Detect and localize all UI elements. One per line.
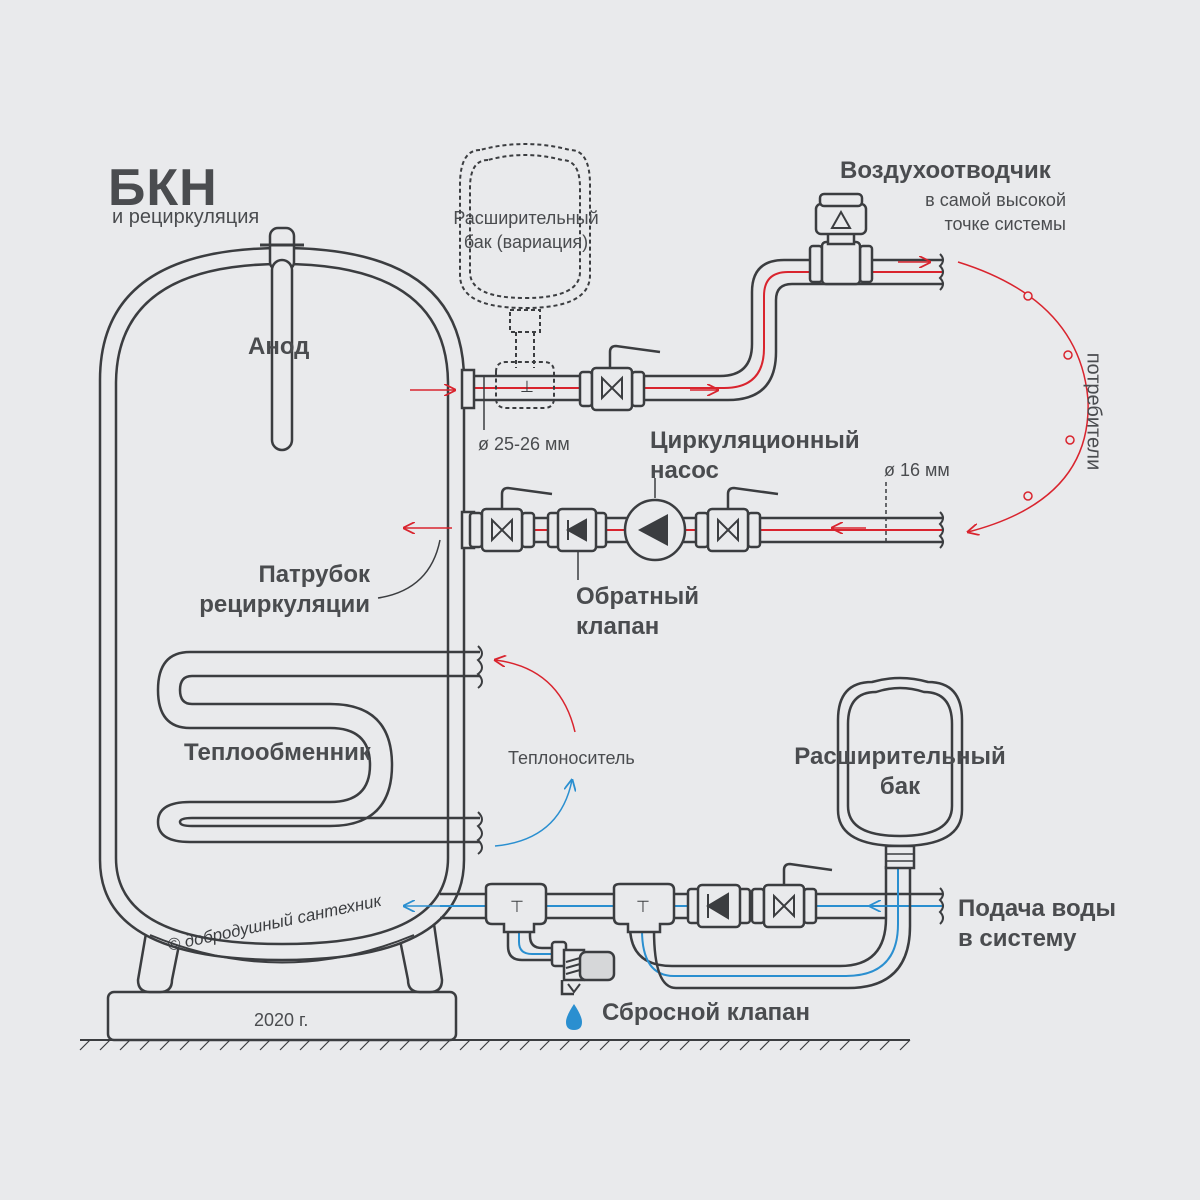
check-valve-line2: клапан — [576, 613, 660, 640]
page-title: БКН — [108, 159, 218, 217]
air-vent — [808, 192, 874, 286]
relief-valve — [550, 940, 616, 996]
consumers-loop — [957, 261, 1089, 532]
recirc-ball-valve-2 — [694, 486, 779, 553]
check-valve-label: Обратный клапан — [576, 582, 699, 642]
diameter-return-label: ø 16 мм — [884, 460, 950, 480]
tee-1 — [484, 882, 548, 934]
expansion-tank-variant-label: Расширительный бак (вариация) — [438, 206, 614, 254]
recirc-nozzle-line1: Патрубок — [258, 561, 370, 588]
tee-icon: ⊤ — [510, 899, 524, 916]
air-vent-label: Воздухоотводчик — [840, 157, 1051, 184]
expansion-tank-line1: Расширительный — [794, 743, 1006, 770]
recirc-nozzle-line2: рециркуляции — [199, 591, 370, 618]
consumers-label: потребители — [1082, 352, 1105, 471]
ball-valve-icon — [601, 375, 623, 401]
recirc-nozzle-label: Патрубок рециркуляции — [170, 560, 370, 620]
ground — [79, 1039, 911, 1051]
relief-valve-icon — [565, 957, 581, 994]
pump-label-line1: Циркуляционный — [650, 427, 860, 454]
air-vent-note-line1: в самой высокой — [925, 190, 1066, 210]
tee-icon-variant: ⊥ — [520, 379, 534, 396]
diameter-main-label: ø 25-26 мм — [478, 434, 570, 454]
heat-carrier-cold-arrow — [494, 780, 572, 847]
page-subtitle: и рециркуляция — [112, 206, 260, 228]
consumer-points — [1023, 291, 1075, 501]
base-plinth — [106, 990, 458, 1042]
air-vent-icon — [830, 209, 852, 229]
expansion-tank-variant-line1: Расширительный — [453, 208, 599, 228]
hot-outlet-nozzle — [460, 368, 476, 410]
pump-label-line2: насос — [650, 457, 719, 484]
air-vent-note: в самой высокой точке системы — [900, 188, 1066, 236]
heat-exchanger-coil — [156, 645, 483, 855]
water-supply-line1: Подача воды — [958, 895, 1117, 922]
heat-carrier-hot-arrow — [495, 660, 576, 733]
relief-valve-label: Сбросной клапан — [602, 999, 811, 1026]
air-vent-note-line2: точке системы — [944, 214, 1066, 234]
expansion-tank — [836, 676, 964, 870]
expansion-tank-variant-line2: бак (вариация) — [463, 232, 589, 252]
recirc-nozzle-leader — [377, 539, 441, 599]
check-valve-line1: Обратный — [576, 583, 699, 610]
cold-check-valve — [686, 883, 752, 929]
circulation-pump-label: Циркуляционный насос — [650, 426, 860, 486]
water-supply-line2: в систему — [958, 925, 1077, 952]
tee-icon-2: ⊤ — [636, 899, 650, 916]
hot-outlet-pipe — [468, 253, 944, 402]
check-valve-icon — [565, 518, 587, 542]
heat-carrier-label: Теплоноситель — [508, 748, 635, 768]
expansion-tank-variant — [459, 143, 591, 409]
water-supply-label: Подача воды в систему — [958, 894, 1116, 954]
year-label: 2020 г. — [254, 1010, 309, 1030]
expansion-tank-label: Расширительный бак — [792, 742, 1008, 802]
heat-exchanger-label: Теплообменник — [184, 739, 371, 766]
anode — [260, 226, 304, 452]
pump-icon — [638, 514, 668, 546]
cold-ball-valve — [750, 862, 833, 929]
water-drop-icon — [566, 1004, 582, 1030]
tee-2 — [612, 882, 676, 934]
recirc-ball-valve-1 — [468, 486, 553, 553]
expansion-tank-line2: бак — [879, 773, 921, 800]
anode-label: Анод — [248, 333, 310, 360]
